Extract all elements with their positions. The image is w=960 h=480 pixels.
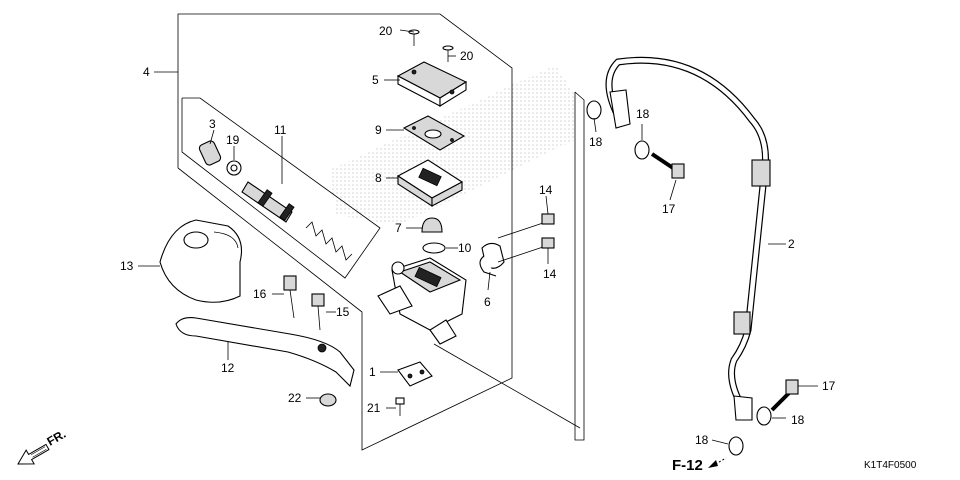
callout-13: 13	[120, 259, 134, 273]
hose-outline	[574, 91, 585, 441]
callout-17a: 17	[662, 202, 676, 216]
spring	[305, 221, 353, 261]
figure-reference: F-12	[672, 457, 703, 474]
leader-lines	[138, 29, 818, 445]
callout-14b: 14	[543, 267, 557, 281]
piston	[241, 181, 295, 223]
callout-2: 2	[788, 237, 795, 251]
reference-arrow	[708, 457, 727, 468]
callout-5: 5	[372, 73, 379, 87]
brake-switch-1	[397, 361, 433, 387]
callout-3: 3	[209, 117, 216, 131]
callout-18d: 18	[695, 433, 709, 447]
screw-20a	[408, 29, 420, 46]
ring-10	[422, 242, 446, 254]
callout-15: 15	[336, 305, 350, 319]
screw-20b	[442, 45, 454, 62]
callout-12: 12	[221, 361, 235, 375]
callout-14a: 14	[539, 183, 553, 197]
shading-band	[330, 65, 575, 225]
callout-18b: 18	[636, 107, 650, 121]
callout-4: 4	[143, 65, 150, 79]
master-cylinder-body	[377, 257, 467, 345]
callout-10: 10	[458, 241, 472, 255]
washer-18c	[756, 406, 772, 426]
bolt-15	[311, 293, 325, 331]
reservoir-cap-5	[396, 61, 468, 107]
brake-hose-2	[605, 56, 771, 421]
plate-9	[402, 115, 466, 151]
callout-19: 19	[226, 133, 240, 147]
front-direction-arrow	[17, 443, 50, 465]
diagram-code: K1T4F0500	[864, 460, 917, 471]
washer-18b	[634, 140, 650, 160]
callout-8: 8	[375, 171, 382, 185]
callout-21: 21	[367, 401, 381, 415]
bolt-16	[283, 275, 297, 319]
diaphragm-8	[396, 159, 464, 208]
callout-7: 7	[395, 221, 402, 235]
callout-22: 22	[288, 391, 302, 405]
cap-22	[319, 393, 337, 407]
reservoir-13	[159, 219, 243, 303]
callout-18c: 18	[791, 413, 805, 427]
circlip-19	[226, 160, 242, 176]
callout-16: 16	[253, 287, 267, 301]
bolt-17b	[770, 379, 799, 412]
callout-18a: 18	[589, 135, 603, 149]
bolt-14a	[497, 213, 555, 239]
bolt-17a	[650, 152, 685, 179]
washer-18d	[728, 436, 744, 456]
callout-11: 11	[274, 123, 287, 137]
callout-17b: 17	[822, 379, 836, 393]
callout-20b: 20	[460, 49, 474, 63]
washer-18a	[586, 100, 602, 120]
lever-12	[175, 317, 355, 388]
front-direction-label: FR.	[45, 427, 69, 449]
kit-outline-11	[181, 97, 381, 279]
callout-1: 1	[369, 365, 376, 379]
callout-20a: 20	[379, 24, 393, 38]
screw-21	[395, 397, 405, 416]
assembly-outline-4	[177, 13, 513, 451]
bolt-14b	[497, 237, 555, 263]
callout-9: 9	[375, 123, 382, 137]
callout-6: 6	[484, 295, 491, 309]
float-7	[421, 217, 443, 233]
clamp-6	[479, 242, 505, 277]
boot-3	[198, 140, 222, 166]
